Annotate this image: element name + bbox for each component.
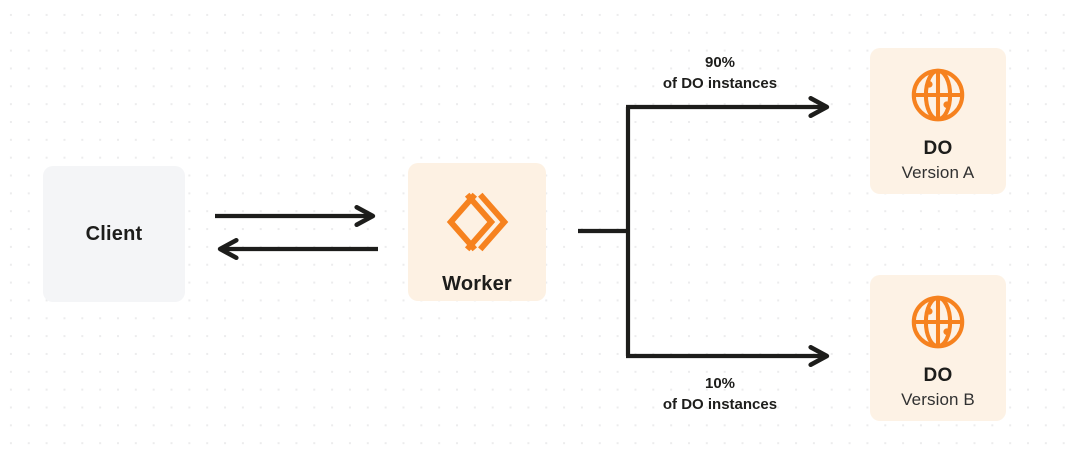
edge-label-do-a-caption: of DO instances [662,75,778,93]
globe-icon [907,64,969,126]
node-do-b-label: DO [923,365,953,386]
edge-label-do-b-caption: of DO instances [662,396,778,414]
node-client[interactable]: Client [43,166,185,302]
node-do-a-sublabel: Version A [901,163,975,182]
node-do-b-sublabel: Version B [901,390,975,409]
node-do-a-label: DO [923,138,953,159]
node-do-version-a[interactable]: DO Version A [870,48,1006,194]
edge-worker-split-bus [578,107,631,356]
node-worker-label: Worker [442,273,512,295]
node-do-version-b[interactable]: DO Version B [870,275,1006,421]
edge-label-do-a-percent: 90% [704,54,736,71]
edge-label-do-a: 90% of DO instances [592,52,848,95]
node-worker[interactable]: Worker [408,163,546,301]
edge-label-do-b: 10% of DO instances [592,373,848,416]
node-client-label: Client [85,222,143,245]
globe-icon [907,291,969,353]
cloudflare-workers-icon [442,187,512,257]
edge-label-do-b-percent: 10% [704,375,736,392]
